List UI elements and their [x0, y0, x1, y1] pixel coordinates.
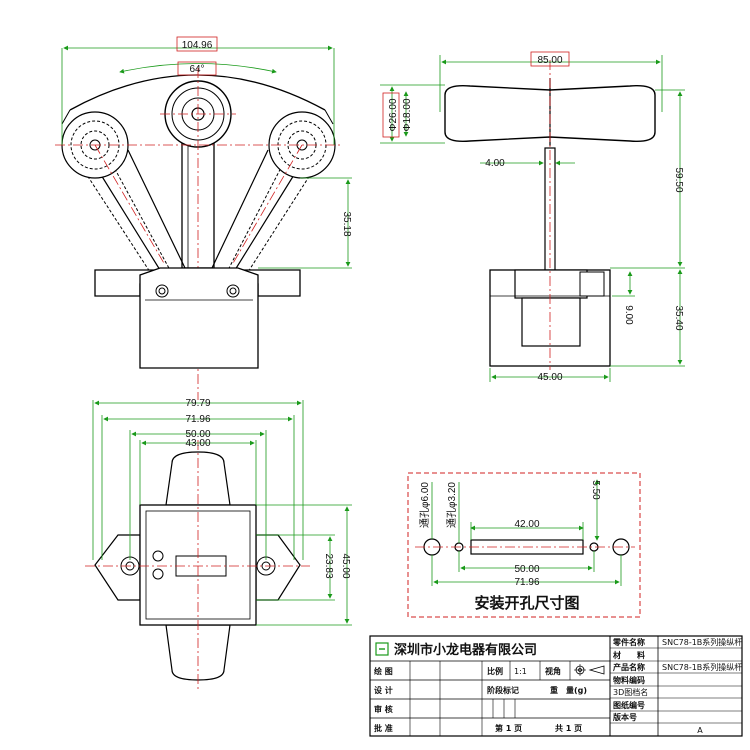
dim-e: 23.83: [323, 553, 334, 578]
label-sheet: 第 1 页: [495, 723, 522, 733]
dim-width-side: 85.00: [537, 55, 562, 66]
label-file-name: 3D图档名: [613, 687, 648, 697]
label-view: 视角: [545, 666, 561, 676]
scale-value: 1:1: [514, 667, 527, 676]
dim-shaft: 4.00: [485, 158, 505, 169]
dim-d: 43.00: [185, 438, 210, 449]
title-block: 深圳市小龙电器有限公司 绘 图 设 计 审 核 批 准 比例 1:1 视角 阶段…: [369, 635, 743, 737]
dim-outer: 71.96: [514, 577, 539, 588]
mounting-view: 42.00 50.00 71.96 5.50 通孔φ6.00 通孔φ3.20 安…: [407, 472, 641, 618]
product-name: SNC78-1B系列操纵杆: [662, 662, 742, 672]
dim-height-mount: 5.50: [590, 480, 601, 500]
label-version: 版本号: [612, 712, 637, 722]
dim-base-side: 45.00: [537, 372, 562, 383]
dim-d18: Φ18.00: [402, 98, 413, 131]
dim-b: 71.96: [185, 414, 210, 425]
label-scale: 比例: [487, 666, 503, 676]
dim-hole-small: 通孔φ3.20: [446, 482, 458, 528]
dim-hole-large: 通孔φ6.00: [419, 482, 431, 528]
label-review: 审 核: [374, 704, 393, 714]
projection-symbol-icon: [574, 664, 605, 676]
dim-d26: Φ26.00: [388, 98, 399, 131]
dim-width-front: 104.96: [182, 40, 213, 51]
dim-a: 79.79: [185, 398, 210, 409]
label-approve: 批 准: [374, 723, 393, 733]
mounting-caption: 安装开孔尺寸图: [474, 594, 579, 612]
label-drawing-no: 图纸编号: [613, 700, 645, 710]
dim-f: 45.00: [340, 553, 351, 578]
label-total: 共 1 页: [555, 723, 582, 733]
label-material: 材 料: [613, 650, 645, 660]
dim-small: 9.00: [623, 305, 634, 325]
label-product-name: 产品名称: [613, 662, 645, 672]
front-view: 104.96 64° 35.18: [55, 36, 352, 400]
bottom-view: 79.79 71.96 50.00 43.00 23.83 45.00: [85, 398, 352, 690]
company-name: 深圳市小龙电器有限公司: [394, 642, 537, 658]
part-name: SNC78-1B系列操纵杆: [662, 637, 742, 647]
dim-slot: 42.00: [514, 519, 539, 530]
dim-c: 50.00: [185, 429, 210, 440]
label-draw: 绘 图: [374, 666, 393, 676]
dim-lower: 35.40: [673, 305, 684, 330]
dim-height-front: 35.18: [341, 211, 352, 236]
side-view: 85.00 Φ26.00 Φ18.00 4.00 59.50 35.40 9.0…: [380, 51, 685, 383]
version-value: A: [697, 726, 703, 735]
dim-inner: 50.00: [514, 564, 539, 575]
label-design: 设 计: [374, 685, 393, 695]
label-material-code: 物料编码: [613, 675, 645, 685]
dim-angle-front: 64°: [189, 64, 204, 75]
label-weight: 重 量(g): [550, 685, 587, 695]
label-stage: 阶段标记: [487, 685, 519, 695]
label-part-name: 零件名称: [612, 637, 645, 647]
dim-upper: 59.50: [673, 167, 684, 192]
